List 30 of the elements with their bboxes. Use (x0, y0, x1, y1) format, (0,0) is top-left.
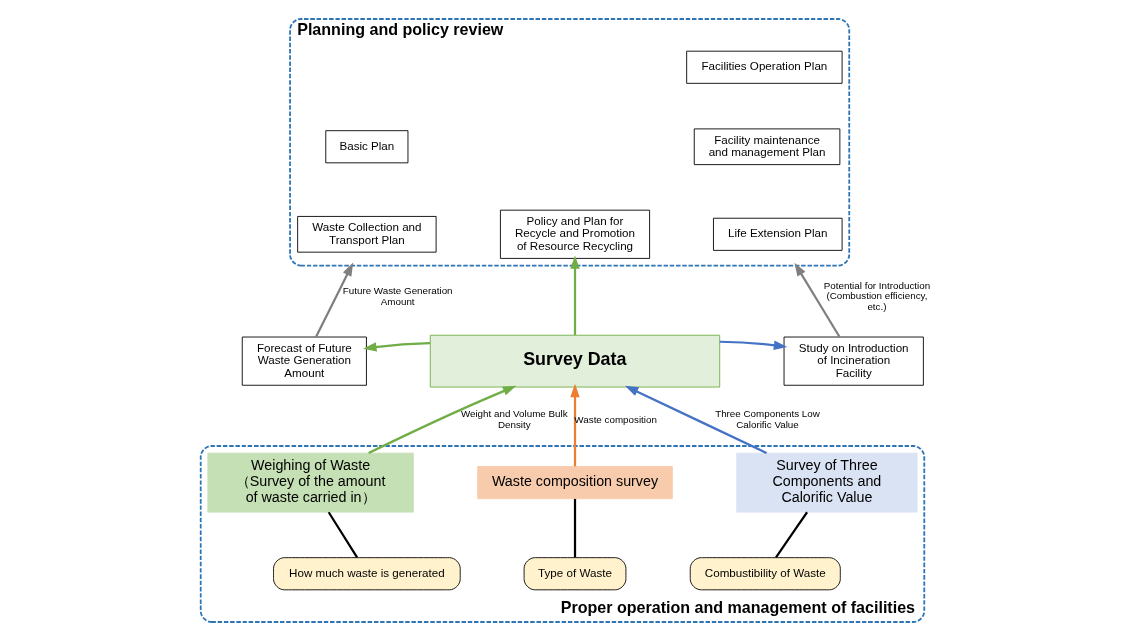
node-box: How much waste is generated (273, 557, 461, 591)
node-box: Weighing of Waste （Survey of the amount of waste carried in） (207, 452, 414, 513)
connector (327, 511, 358, 558)
node-box: Survey Data (429, 334, 721, 388)
edge-label: Future Waste Generation Amount (342, 284, 453, 307)
node-box: Combustibility of Waste (689, 557, 841, 591)
arrow (368, 385, 517, 455)
node-box: Life Extension Plan (713, 217, 843, 251)
arrow (570, 383, 580, 467)
arrow (363, 342, 431, 352)
connector (775, 511, 808, 558)
node-box: Facility maintenance and management Plan (693, 128, 841, 166)
connector (573, 498, 577, 558)
edge-label: Weight and Volume Bulk Density (460, 408, 568, 430)
arrow (719, 340, 788, 350)
node-box: Waste composition survey (477, 466, 673, 500)
node-box: Policy and Plan for Recycle and Promotion of Resource Recycling (499, 209, 651, 259)
node-box: Study on Introduction of Incineration Facility (783, 336, 924, 386)
edge-label: Three Components Low Calorific Value (715, 408, 820, 430)
edge-label: Potential for Introduction (Combustion efficiency, etc.) (823, 279, 931, 313)
node-box: Survey of Three Components and Calorific Value (736, 452, 918, 513)
node-box: Basic Plan (325, 130, 409, 164)
node-box: Forecast of Future Waste Generation Amount (241, 336, 367, 386)
arrow (794, 262, 841, 338)
node-box: Waste Collection and Transport Plan (297, 216, 437, 253)
arrow (624, 385, 768, 455)
node-box: Facilities Operation Plan (686, 50, 843, 84)
arrow (570, 255, 580, 335)
arrow (314, 262, 354, 338)
node-box: Type of Waste (523, 557, 627, 591)
